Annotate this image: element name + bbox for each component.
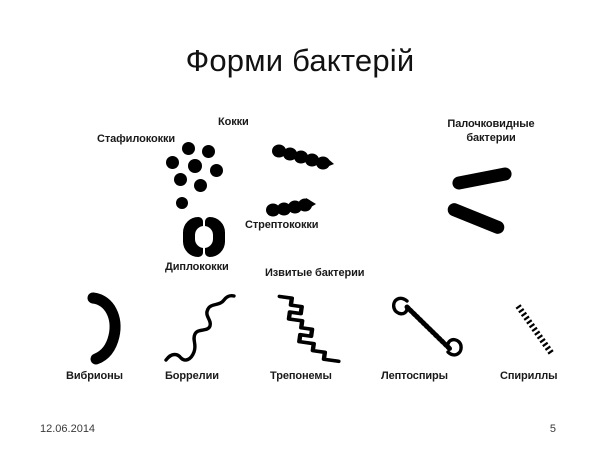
- figure-rod-lower: [445, 201, 507, 236]
- diplococcus-cell-left: [183, 217, 204, 257]
- figure-staphylococci: [160, 142, 230, 212]
- treponema-svg: [277, 294, 341, 364]
- label-spirilla: Спириллы: [500, 370, 558, 382]
- label-treponema: Трепонемы: [270, 370, 332, 382]
- diplococcus-cell-right: [204, 217, 225, 257]
- coccus-cell: [188, 159, 202, 173]
- bacteria-shapes-diagram: Кокки Стафилококки: [0, 100, 600, 400]
- group-heading-rods-line2: бактерии: [466, 132, 516, 144]
- footer-date: 12.06.2014: [40, 423, 96, 435]
- label-vibrio: Вибрионы: [66, 370, 123, 382]
- coccus-cell: [182, 142, 195, 155]
- figure-leptospira: [390, 292, 470, 364]
- page-title: Форми бактерій: [185, 43, 415, 78]
- group-heading-cocci: Кокки: [218, 116, 249, 128]
- coccus-cell: [174, 173, 187, 186]
- figure-streptococci-chain-lower: [266, 196, 328, 220]
- spirilla-svg: [515, 304, 555, 356]
- vibrio-svg: [87, 292, 121, 365]
- figure-streptococci-chain-upper: [272, 144, 336, 170]
- figure-rod-upper: [451, 166, 513, 191]
- footer-page-number: 5: [549, 423, 556, 435]
- label-streptococci: Стрептококки: [245, 219, 319, 231]
- label-leptospira: Лептоспиры: [381, 370, 448, 382]
- group-heading-rods-line1: Палочковидные: [447, 118, 535, 130]
- figure-vibrio: [84, 292, 128, 365]
- figure-treponema: [272, 294, 348, 364]
- coccus-cell: [202, 145, 215, 158]
- group-heading-spiral: Извитые бактерии: [265, 267, 365, 279]
- streptococci-chain-svg: [266, 198, 316, 217]
- coccus-cell: [176, 197, 188, 209]
- label-diplococci: Диплококки: [165, 261, 229, 273]
- coccus-cell: [194, 179, 207, 192]
- borrelia-svg: [164, 293, 236, 362]
- label-borrelia: Боррелии: [165, 370, 219, 382]
- coccus-cell: [166, 156, 179, 169]
- streptococci-chain-svg: [272, 144, 334, 170]
- figure-diplococci: [183, 217, 225, 257]
- figure-spirilla: [508, 300, 564, 362]
- figure-borrelia: [164, 292, 238, 364]
- label-staphylococci: Стафилококки: [97, 133, 176, 145]
- leptospira-svg: [392, 296, 463, 357]
- coccus-cell: [210, 164, 223, 177]
